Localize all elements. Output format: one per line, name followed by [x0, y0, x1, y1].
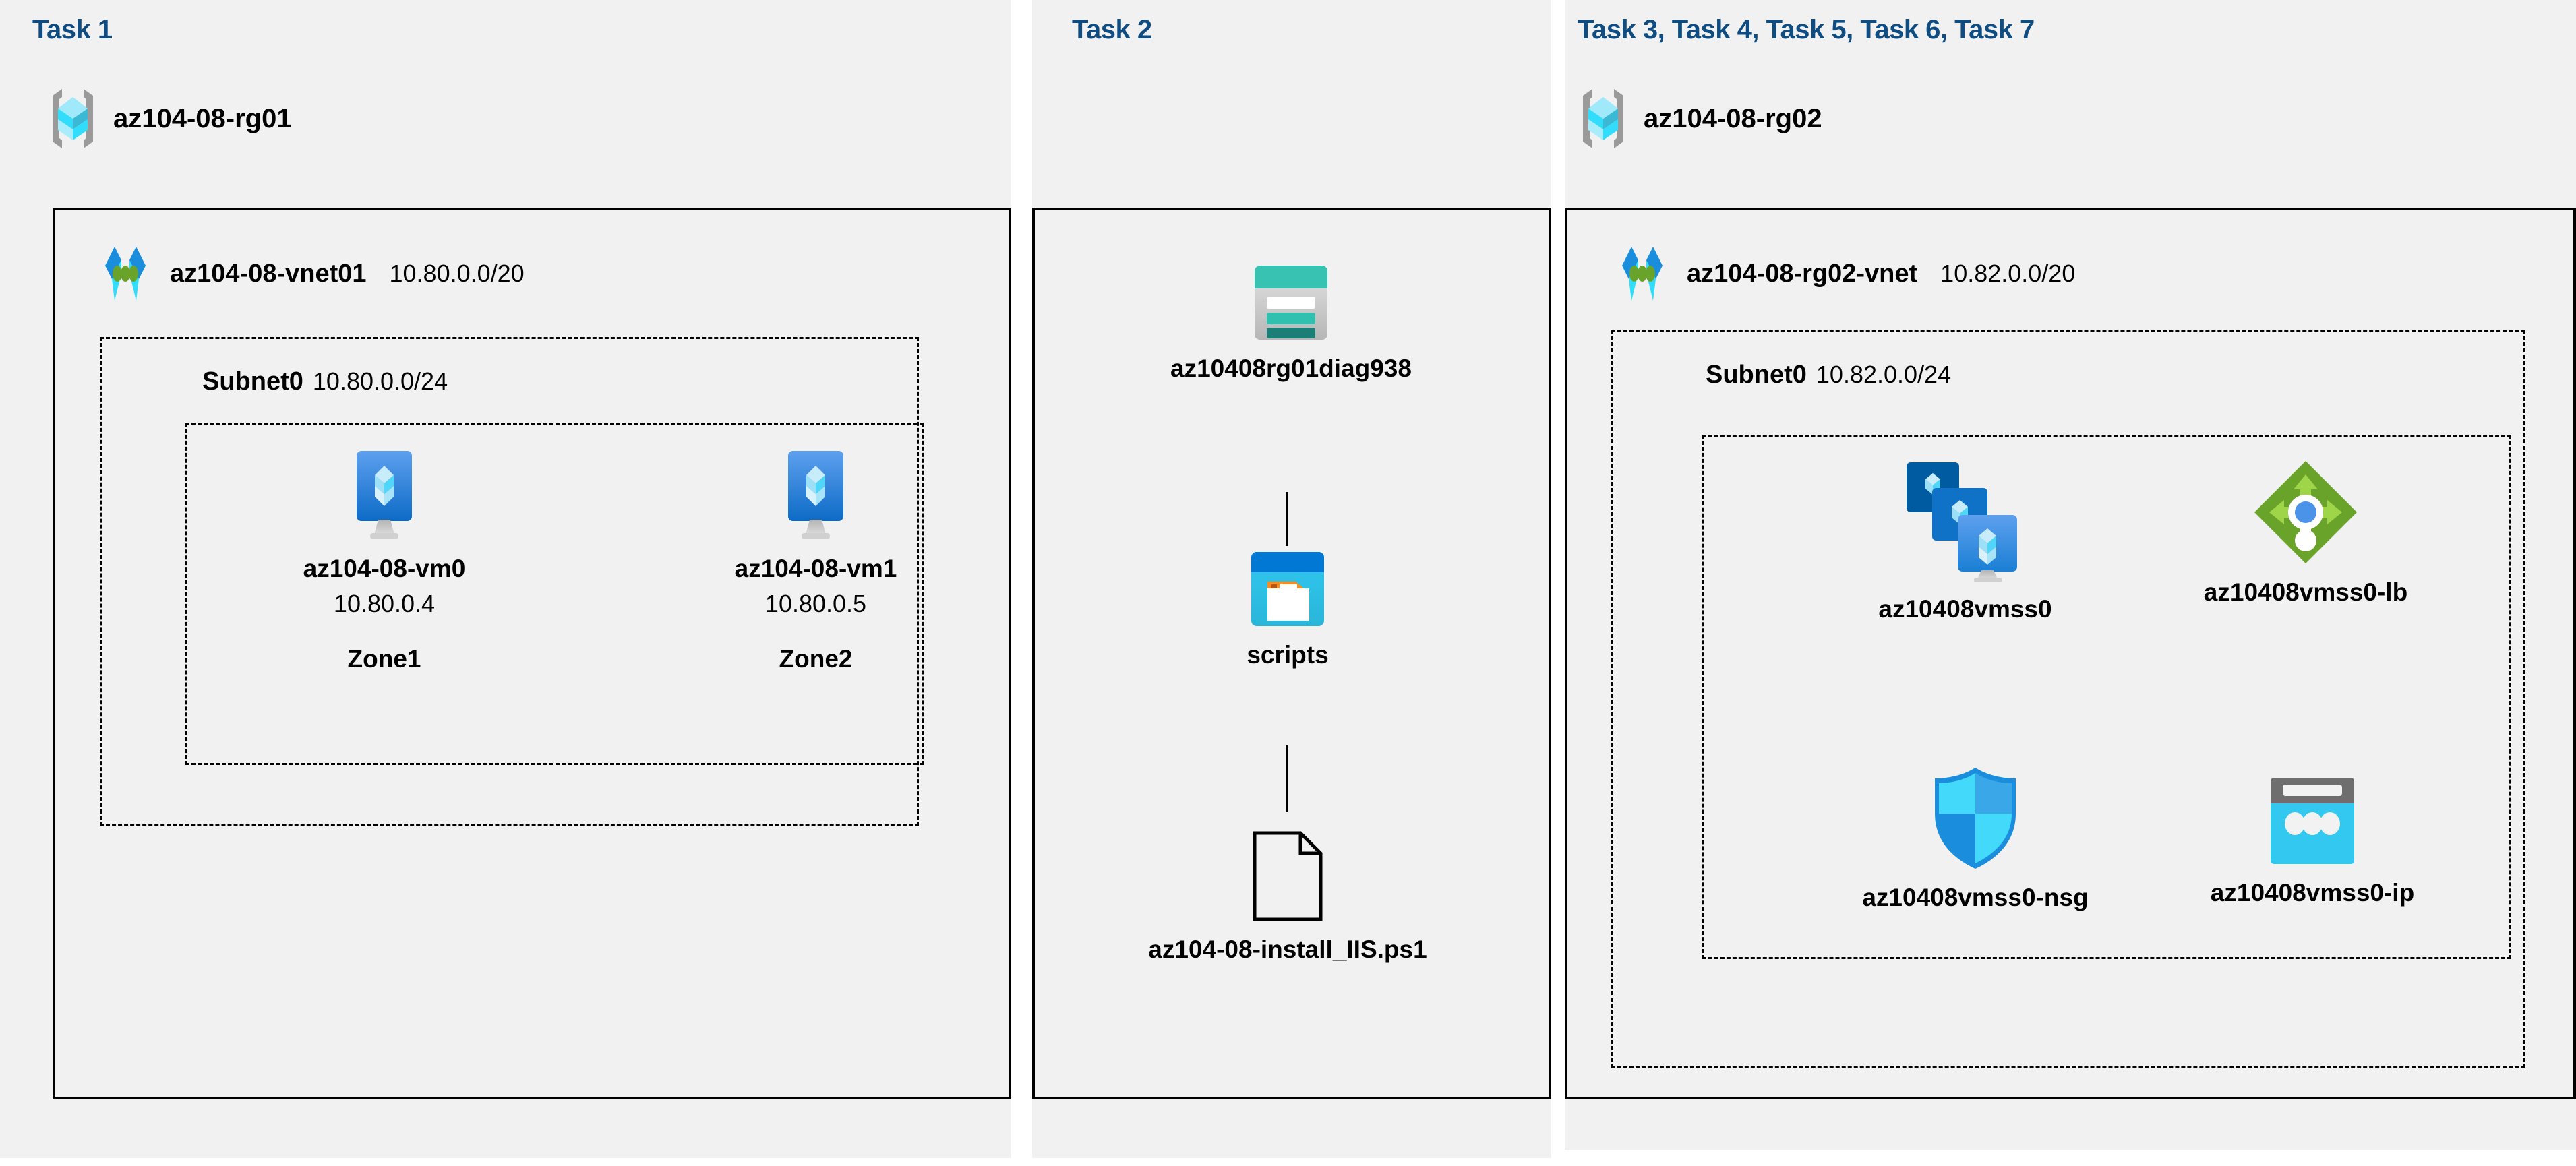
vnet02-boundary — [1565, 208, 2576, 1099]
network-security-group-name: az10408vmss0-nsg — [1862, 884, 2089, 911]
vnet01-name: az104-08-vnet01 — [170, 259, 367, 288]
blob-container-name: scripts — [1247, 641, 1329, 669]
connector-storage-to-container — [1286, 492, 1288, 546]
node-az104-08-vm0[interactable]: az104-08-vm0 10.80.0.4 Zone1 — [283, 448, 485, 673]
resource-group-rg02-label: az104-08-rg02 — [1644, 103, 1822, 133]
connector-container-to-file — [1286, 745, 1288, 812]
node-storage-account[interactable]: az10408rg01diag938 — [1146, 263, 1436, 383]
subnet0-left-boundary — [100, 337, 919, 826]
storage-account-icon — [1251, 263, 1331, 342]
vnet01-boundary — [53, 208, 1011, 1099]
virtual-machine-icon — [776, 448, 856, 543]
node-public-ip-address[interactable]: az10408vmss0-ip — [2178, 775, 2447, 907]
task-1-heading: Task 1 — [32, 15, 113, 44]
node-vm-scale-set[interactable]: az10408vmss0 — [1820, 458, 2110, 623]
subnet0-right-label: Subnet0 10.82.0.0/24 — [1706, 361, 1951, 390]
resource-group-rg02: az104-08-rg02 — [1578, 86, 1822, 151]
subnet0-right-name: Subnet0 — [1706, 361, 1807, 389]
blob-container-icon — [1247, 549, 1328, 629]
zone-group-boundary — [185, 423, 924, 765]
resource-group-icon — [1578, 86, 1629, 151]
vm1-ip: 10.80.0.5 — [765, 590, 867, 617]
task2-boundary — [1032, 208, 1551, 1099]
node-network-security-group[interactable]: az10408vmss0-nsg — [1830, 765, 2120, 912]
panel-task-1 — [0, 0, 1011, 1158]
virtual-network-icon — [94, 243, 156, 305]
node-blob-container[interactable]: scripts — [1176, 549, 1399, 669]
vm-scale-set-icon — [1901, 458, 2029, 583]
resource-group-rg01-label: az104-08-rg01 — [113, 103, 292, 133]
vnet02-header: az104-08-rg02-vnet 10.82.0.0/20 — [1611, 243, 2075, 305]
node-az104-08-vm1[interactable]: az104-08-vm1 10.80.0.5 Zone2 — [715, 448, 917, 673]
subnet0-left-name: Subnet0 — [202, 367, 303, 396]
vnet01-header: az104-08-vnet01 10.80.0.0/20 — [94, 243, 525, 305]
virtual-network-icon — [1611, 243, 1673, 305]
subnet0-right-cidr: 10.82.0.0/24 — [1816, 361, 1952, 388]
storage-account-name: az10408rg01diag938 — [1170, 355, 1412, 382]
vmss-group-boundary — [1702, 435, 2511, 959]
virtual-machine-icon — [345, 448, 424, 543]
vm1-zone: Zone2 — [779, 645, 853, 673]
subnet0-left-label: Subnet0 10.80.0.0/24 — [202, 367, 448, 396]
resource-group-icon — [47, 86, 98, 151]
vm-scale-set-name: az10408vmss0 — [1878, 595, 2052, 623]
node-install-script-file[interactable]: az104-08-install_IIS.ps1 — [1106, 829, 1470, 964]
public-ip-address-name: az10408vmss0-ip — [2210, 879, 2415, 907]
network-security-group-icon — [1928, 765, 2023, 871]
vm0-ip: 10.80.0.4 — [333, 590, 436, 617]
subnet0-left-cidr: 10.80.0.0/24 — [312, 367, 448, 395]
vnet01-cidr: 10.80.0.0/20 — [389, 259, 525, 287]
vnet02-name: az104-08-rg02-vnet — [1687, 259, 1918, 288]
vnet02-cidr: 10.82.0.0/20 — [1940, 259, 2076, 287]
load-balancer-icon — [2252, 458, 2360, 566]
resource-group-rg01: az104-08-rg01 — [47, 86, 292, 151]
file-icon — [1249, 829, 1326, 923]
task-3-7-heading: Task 3, Task 4, Task 5, Task 6, Task 7 — [1578, 15, 2035, 44]
subnet0-right-boundary — [1611, 330, 2525, 1068]
vm0-name: az104-08-vm0 — [303, 555, 466, 582]
vm1-name: az104-08-vm1 — [734, 555, 897, 582]
task-2-heading: Task 2 — [1072, 15, 1152, 44]
install-script-file-name: az104-08-install_IIS.ps1 — [1148, 935, 1427, 963]
node-load-balancer[interactable]: az10408vmss0-lb — [2157, 458, 2454, 607]
load-balancer-name: az10408vmss0-lb — [2203, 578, 2408, 606]
public-ip-address-icon — [2268, 775, 2357, 867]
vm0-zone: Zone1 — [347, 645, 421, 673]
